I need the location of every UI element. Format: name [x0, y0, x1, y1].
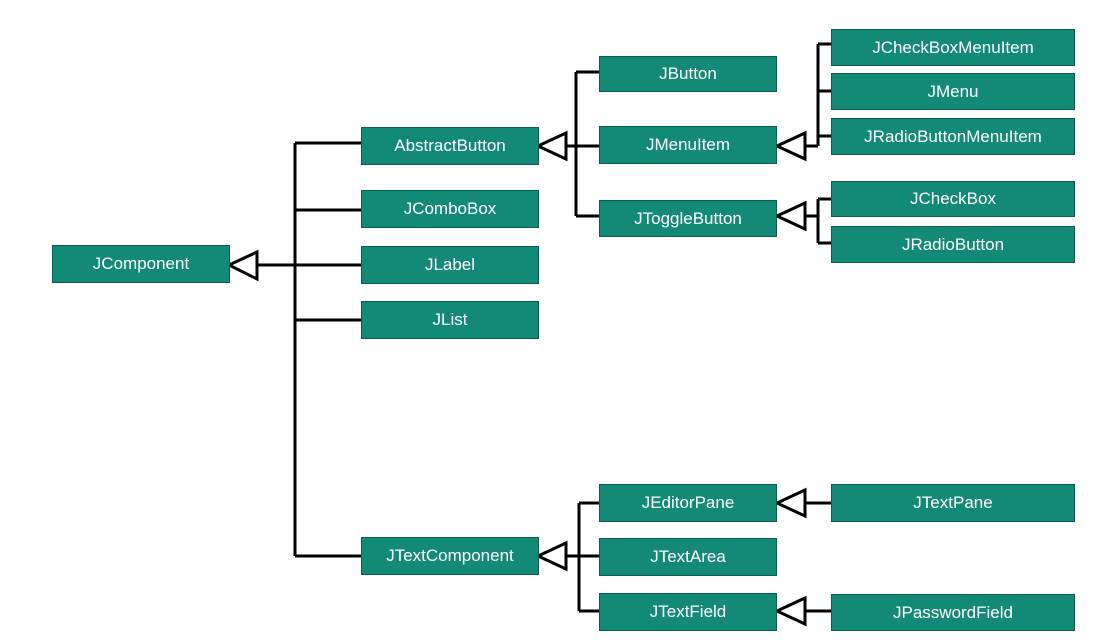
inheritance-arrowhead	[225, 249, 259, 282]
inheritance-arrowhead	[534, 130, 568, 162]
inheritance-arrowhead	[773, 595, 807, 627]
class-node-abstractbutton: AbstractButton	[361, 127, 539, 165]
inheritance-arrowhead	[773, 487, 807, 519]
class-node-jeditorpane: JEditorPane	[599, 484, 777, 522]
class-node-jtextarea: JTextArea	[599, 538, 777, 576]
class-node-jradiobuttonmenuitem: JRadioButtonMenuItem	[831, 118, 1075, 155]
class-node-jcheckbox: JCheckBox	[831, 181, 1075, 217]
class-node-jmenu: JMenu	[831, 73, 1075, 110]
class-node-jcombobox: JComboBox	[361, 190, 539, 228]
class-node-jtextcomponent: JTextComponent	[361, 537, 539, 575]
class-node-jcomponent: JComponent	[52, 245, 230, 283]
class-node-jlabel: JLabel	[361, 246, 539, 284]
class-node-jtextpane: JTextPane	[831, 484, 1075, 522]
inheritance-arrowhead	[773, 200, 807, 232]
inheritance-arrowhead	[534, 540, 568, 572]
inheritance-arrowhead	[773, 130, 807, 162]
class-node-jradiobutton: JRadioButton	[831, 226, 1075, 263]
class-node-jpasswordfield: JPasswordField	[831, 594, 1075, 631]
class-node-jmenuitem: JMenuItem	[599, 126, 777, 164]
class-node-jbutton: JButton	[599, 56, 777, 92]
class-node-jlist: JList	[361, 301, 539, 339]
class-node-jcheckboxmenuitem: JCheckBoxMenuItem	[831, 29, 1075, 66]
class-node-jtogglebutton: JToggleButton	[599, 200, 777, 237]
class-node-jtextfield: JTextField	[599, 593, 777, 631]
